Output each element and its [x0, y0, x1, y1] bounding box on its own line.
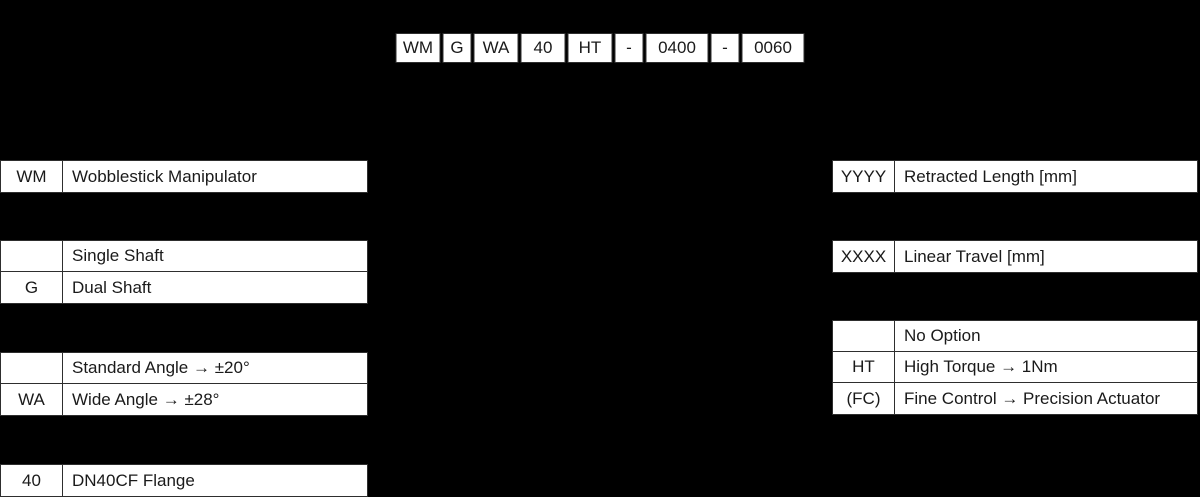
code-cell: (FC)	[833, 383, 895, 414]
description-cell: Single Shaft	[63, 241, 367, 271]
code-cell: XXXX	[833, 241, 895, 272]
description-cell: DN40CF Flange	[63, 465, 367, 496]
code-cell: YYYY	[833, 161, 895, 192]
description-cell: Wide Angle → ±28°	[63, 384, 367, 415]
code-cell: HT	[833, 352, 895, 382]
description-cell: Linear Travel [mm]	[895, 241, 1197, 272]
part-number-segment: 0400	[645, 33, 709, 63]
part-number-segment: HT	[567, 33, 613, 63]
description-cell: Wobblestick Manipulator	[63, 161, 367, 192]
code-cell: 40	[1, 465, 63, 496]
code-cell: WM	[1, 161, 63, 192]
table-row: Single Shaft	[1, 241, 367, 272]
description-cell: High Torque → 1Nm	[895, 352, 1197, 382]
code-cell	[1, 353, 63, 383]
code-cell	[1, 241, 63, 271]
description-cell: Dual Shaft	[63, 272, 367, 303]
description-cell: Retracted Length [mm]	[895, 161, 1197, 192]
table-row: Standard Angle → ±20°	[1, 353, 367, 384]
description-cell: Standard Angle → ±20°	[63, 353, 367, 383]
table-row: No Option	[833, 321, 1197, 352]
description-cell: No Option	[895, 321, 1197, 351]
code-cell: WA	[1, 384, 63, 415]
part-number-segment: 0060	[741, 33, 805, 63]
description-cell: Fine Control → Precision Actuator	[895, 383, 1197, 414]
part-number-separator: -	[710, 33, 740, 63]
table-row: (FC)Fine Control → Precision Actuator	[833, 383, 1197, 414]
code-cell: G	[1, 272, 63, 303]
part-number-separator: -	[614, 33, 644, 63]
part-number-segment: 40	[520, 33, 566, 63]
code-cell	[833, 321, 895, 351]
part-number-segment: WM	[395, 33, 441, 63]
part-number-segment: G	[442, 33, 472, 63]
part-number-segment: WA	[473, 33, 519, 63]
